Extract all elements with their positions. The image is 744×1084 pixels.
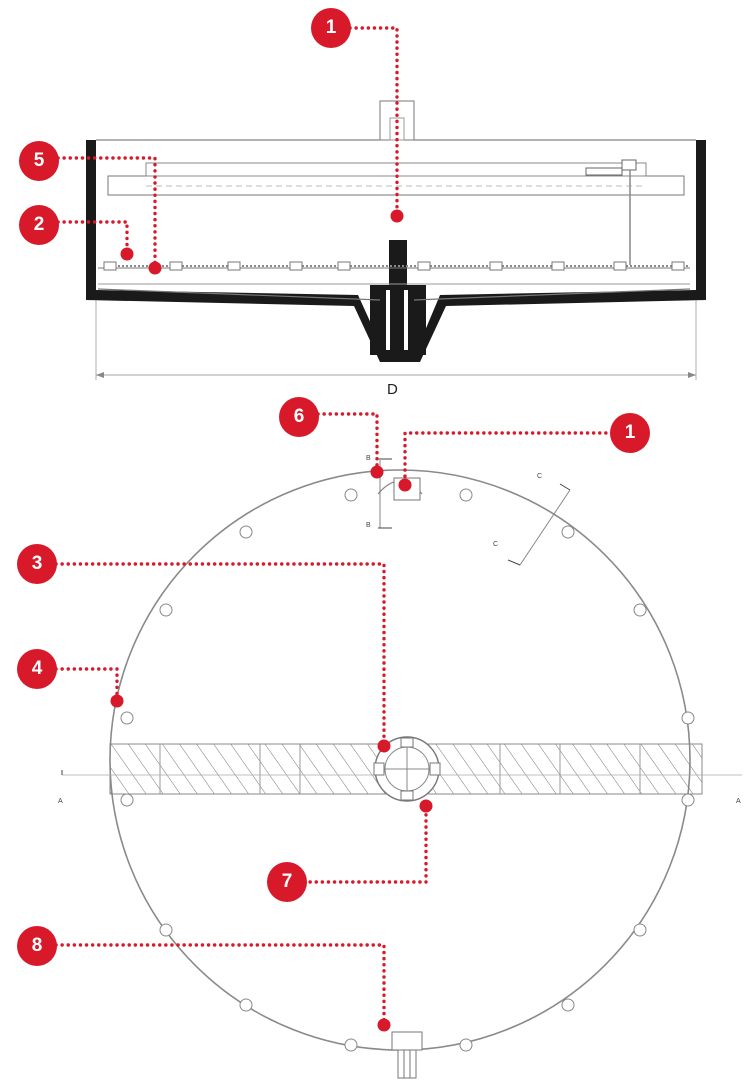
section-mark-b-top: B [366,455,371,462]
callout-7: 7 [267,862,307,902]
callout-8: 8 [17,926,57,966]
section-mark-b-bottom: B [366,522,371,529]
callout-3: 3 [17,544,57,584]
dimension-label-d: D [387,381,398,398]
callout-1-section: 1 [311,8,351,48]
callout-4: 4 [17,649,57,689]
callout-5: 5 [19,141,59,181]
plan-view [61,458,742,1079]
leader-endpoints [110,209,433,1032]
section-mark-c-top: C [537,473,543,480]
leader-lines [54,26,614,1027]
callout-2: 2 [19,205,59,245]
section-mark-a-right: A [736,798,741,805]
section-mark-a-left: A [58,798,63,805]
section-mark-c-bottom: C [493,541,499,548]
callout-6: 6 [279,397,319,437]
callout-1-plan: 1 [610,413,650,453]
section-view [86,100,706,380]
